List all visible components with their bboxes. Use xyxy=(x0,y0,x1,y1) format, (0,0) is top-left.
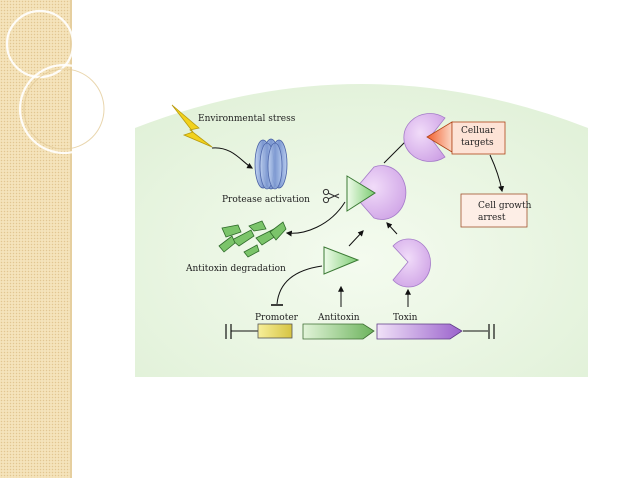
antitoxin-degradation-label: Antitoxin degradation xyxy=(185,264,286,274)
cell-growth-arrest-box xyxy=(460,193,528,228)
protease-icon xyxy=(254,138,288,190)
arrow-toxin-to-complex xyxy=(386,222,398,235)
free-toxin xyxy=(392,238,431,288)
promoter-label: Promoter xyxy=(255,313,299,323)
cell-growth-label-line1: Cell growth xyxy=(478,201,532,211)
arrow-stress-to-protease xyxy=(211,147,254,169)
scissors-icon xyxy=(322,188,340,204)
cell-growth-label-line2: arrest xyxy=(478,213,506,223)
antitoxin-gene xyxy=(302,323,375,340)
arrow-target-to-arrest xyxy=(489,154,505,193)
toxin-gene-label: Toxin xyxy=(393,313,418,323)
toxin-gene xyxy=(376,323,463,340)
antitoxin-gene-label: Antitoxin xyxy=(317,313,360,323)
lightning-icon xyxy=(171,104,213,148)
decorative-side-strip xyxy=(0,0,70,478)
arrow-antitoxin-to-complex xyxy=(348,230,364,247)
repression-line xyxy=(276,265,323,305)
cellular-targets-label-line2: targets xyxy=(461,138,494,148)
protease-activation-label: Protease activation xyxy=(222,195,310,205)
strip-edge xyxy=(70,0,72,478)
cellular-targets-label-line1: Celluar xyxy=(461,126,495,136)
toxin-antitoxin-complex xyxy=(346,165,407,220)
promoter-gene xyxy=(257,323,293,339)
arrow-complex-to-degradation xyxy=(285,201,346,237)
environmental-stress-label: Environmental stress xyxy=(198,114,296,124)
free-antitoxin xyxy=(323,246,360,275)
operon-dna xyxy=(225,324,495,339)
antitoxin-fragments-icon xyxy=(218,220,287,258)
toxin-bound-target xyxy=(403,113,506,162)
